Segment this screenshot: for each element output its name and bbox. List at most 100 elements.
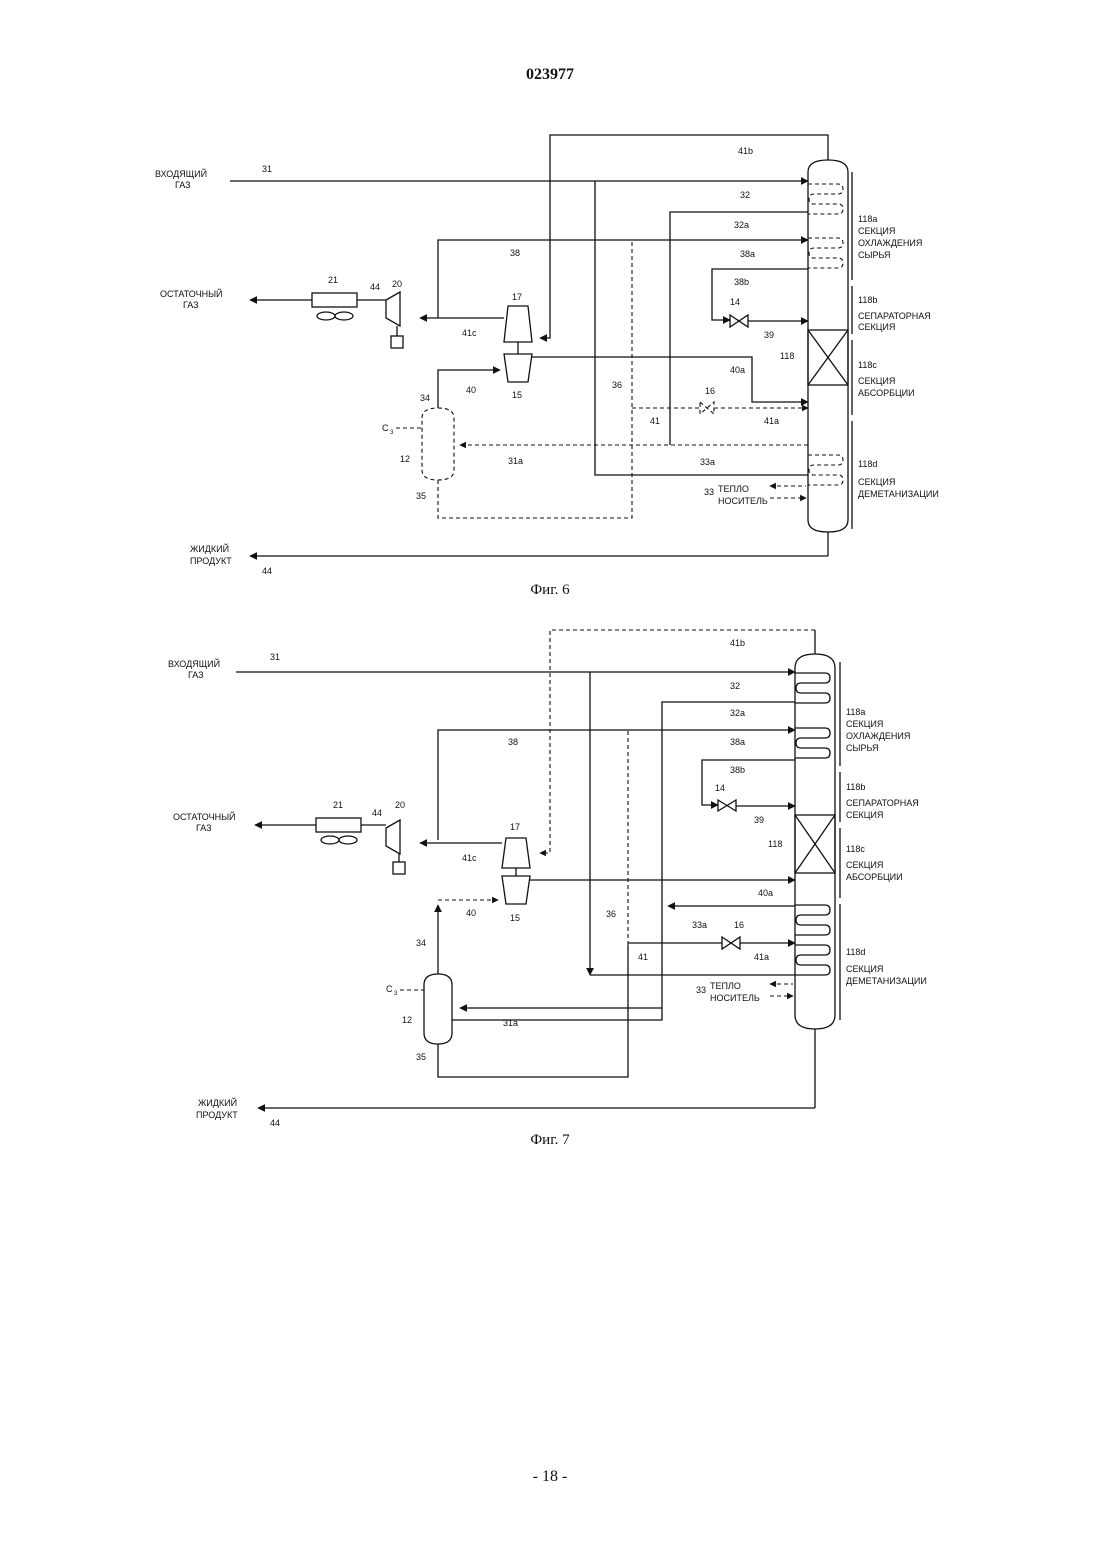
compressor-20 — [386, 820, 400, 854]
svg-text:12: 12 — [400, 454, 410, 464]
stream-41 — [540, 630, 815, 853]
inlet-gas-label: ВХОДЯЩИЙ — [168, 658, 220, 669]
svg-text:118b: 118b — [858, 295, 877, 305]
svg-text:ПРОДУКТ: ПРОДУКТ — [190, 556, 232, 566]
section-118b-label: 118b СЕПАРАТОРНАЯ СЕКЦИЯ — [858, 295, 931, 332]
stream-32a — [670, 212, 808, 445]
svg-text:12: 12 — [402, 1015, 412, 1025]
separator-12 — [422, 408, 454, 480]
svg-text:ОХЛАЖДЕНИЯ: ОХЛАЖДЕНИЯ — [858, 238, 922, 248]
svg-text:СЕКЦИЯ: СЕКЦИЯ — [858, 322, 895, 332]
svg-text:15: 15 — [510, 913, 520, 923]
svg-text:ГАЗ: ГАЗ — [188, 670, 204, 680]
stream-35 — [438, 240, 632, 518]
svg-text:ДЕМЕТАНИЗАЦИИ: ДЕМЕТАНИЗАЦИИ — [846, 976, 927, 986]
svg-text:41a: 41a — [764, 416, 779, 426]
svg-text:40: 40 — [466, 385, 476, 395]
c3-label: C — [386, 984, 393, 994]
tower-label: 118 — [768, 839, 782, 849]
svg-text:СЫРЬЯ: СЫРЬЯ — [858, 250, 890, 260]
figure-6-caption: Фиг. 6 — [530, 582, 570, 598]
stream-38a — [712, 269, 808, 320]
compressor-20 — [386, 292, 400, 326]
svg-text:35: 35 — [416, 1052, 426, 1062]
svg-text:СЕКЦИЯ: СЕКЦИЯ — [846, 810, 883, 820]
svg-text:40: 40 — [466, 908, 476, 918]
svg-text:34: 34 — [420, 393, 430, 403]
svg-text:СЕКЦИЯ: СЕКЦИЯ — [846, 719, 883, 729]
svg-text:31a: 31a — [503, 1018, 518, 1028]
svg-text:38: 38 — [508, 737, 518, 747]
svg-text:44: 44 — [270, 1118, 280, 1128]
svg-text:15: 15 — [512, 390, 522, 400]
section-118c-label: 118c СЕКЦИЯ АБСОРБЦИИ — [846, 844, 903, 882]
svg-text:33: 33 — [696, 985, 706, 995]
stream-32a — [438, 702, 795, 1020]
tower-label: 118 — [780, 351, 794, 361]
svg-text:ГАЗ: ГАЗ — [196, 823, 212, 833]
svg-text:ГАЗ: ГАЗ — [183, 300, 199, 310]
section-118b-label: 118b СЕПАРАТОРНАЯ СЕКЦИЯ — [846, 782, 919, 820]
svg-text:НОСИТЕЛЬ: НОСИТЕЛЬ — [710, 993, 760, 1003]
svg-text:33: 33 — [704, 487, 714, 497]
svg-text:32a: 32a — [730, 708, 745, 718]
svg-text:ДЕМЕТАНИЗАЦИИ: ДЕМЕТАНИЗАЦИИ — [858, 489, 939, 499]
svg-text:16: 16 — [705, 386, 715, 396]
svg-text:44: 44 — [370, 282, 380, 292]
svg-text:38a: 38a — [740, 249, 755, 259]
svg-text:21: 21 — [328, 275, 338, 285]
svg-text:38: 38 — [510, 248, 520, 258]
svg-text:АБСОРБЦИИ: АБСОРБЦИИ — [846, 872, 903, 882]
svg-text:31: 31 — [262, 164, 272, 174]
svg-text:СЕПАРАТОРНАЯ: СЕПАРАТОРНАЯ — [846, 798, 919, 808]
valve-14 — [730, 315, 748, 327]
svg-text:40a: 40a — [758, 888, 773, 898]
section-118d-label: 118d СЕКЦИЯ ДЕМЕТАНИЗАЦИИ — [858, 459, 939, 499]
expander-15 — [504, 354, 532, 382]
svg-text:118b: 118b — [846, 782, 865, 792]
svg-text:17: 17 — [512, 292, 522, 302]
svg-text:3: 3 — [394, 991, 398, 997]
svg-text:16: 16 — [734, 920, 744, 930]
svg-text:41c: 41c — [462, 328, 477, 338]
svg-text:17: 17 — [510, 822, 520, 832]
fan-icon — [317, 312, 335, 320]
svg-text:41b: 41b — [738, 146, 753, 156]
svg-text:41: 41 — [650, 416, 660, 426]
cooler-21 — [316, 818, 361, 832]
svg-text:39: 39 — [764, 330, 774, 340]
svg-text:32a: 32a — [734, 220, 749, 230]
fan-icon — [321, 836, 339, 844]
svg-text:СЕКЦИЯ: СЕКЦИЯ — [858, 226, 895, 236]
residue-gas-label: ОСТАТОЧНЫЙ — [173, 811, 236, 822]
svg-text:41a: 41a — [754, 952, 769, 962]
svg-text:118c: 118c — [858, 360, 877, 370]
svg-text:20: 20 — [395, 800, 405, 810]
svg-text:118a: 118a — [846, 707, 865, 717]
svg-text:31: 31 — [270, 652, 280, 662]
heat-medium-label: ТЕПЛО — [710, 981, 741, 991]
svg-text:НОСИТЕЛЬ: НОСИТЕЛЬ — [718, 496, 768, 506]
svg-text:СЫРЬЯ: СЫРЬЯ — [846, 743, 878, 753]
section-118d-label: 118d СЕКЦИЯ ДЕМЕТАНИЗАЦИИ — [846, 947, 927, 986]
svg-text:118c: 118c — [846, 844, 865, 854]
svg-text:40a: 40a — [730, 365, 745, 375]
section-118c-label: 118c СЕКЦИЯ АБСОРБЦИИ — [858, 360, 915, 398]
svg-text:СЕПАРАТОРНАЯ: СЕПАРАТОРНАЯ — [858, 311, 931, 321]
tower-118 — [808, 148, 852, 556]
separator-12 — [424, 974, 452, 1044]
svg-text:118a: 118a — [858, 214, 877, 224]
section-118a-label: 118a СЕКЦИЯ ОХЛАЖДЕНИЯ СЫРЬЯ — [858, 214, 922, 260]
residue-gas-label: ОСТАТОЧНЫЙ — [160, 288, 223, 299]
svg-text:41b: 41b — [730, 638, 745, 648]
compressor-16 — [504, 306, 532, 342]
svg-text:39: 39 — [754, 815, 764, 825]
cooler-21 — [312, 293, 357, 307]
liquid-product-label: ЖИДКИЙ — [190, 543, 229, 554]
svg-text:33a: 33a — [700, 457, 715, 467]
svg-text:44: 44 — [262, 566, 272, 576]
driver-motor — [391, 336, 403, 348]
stream-41 — [540, 135, 828, 338]
svg-text:41c: 41c — [462, 853, 477, 863]
